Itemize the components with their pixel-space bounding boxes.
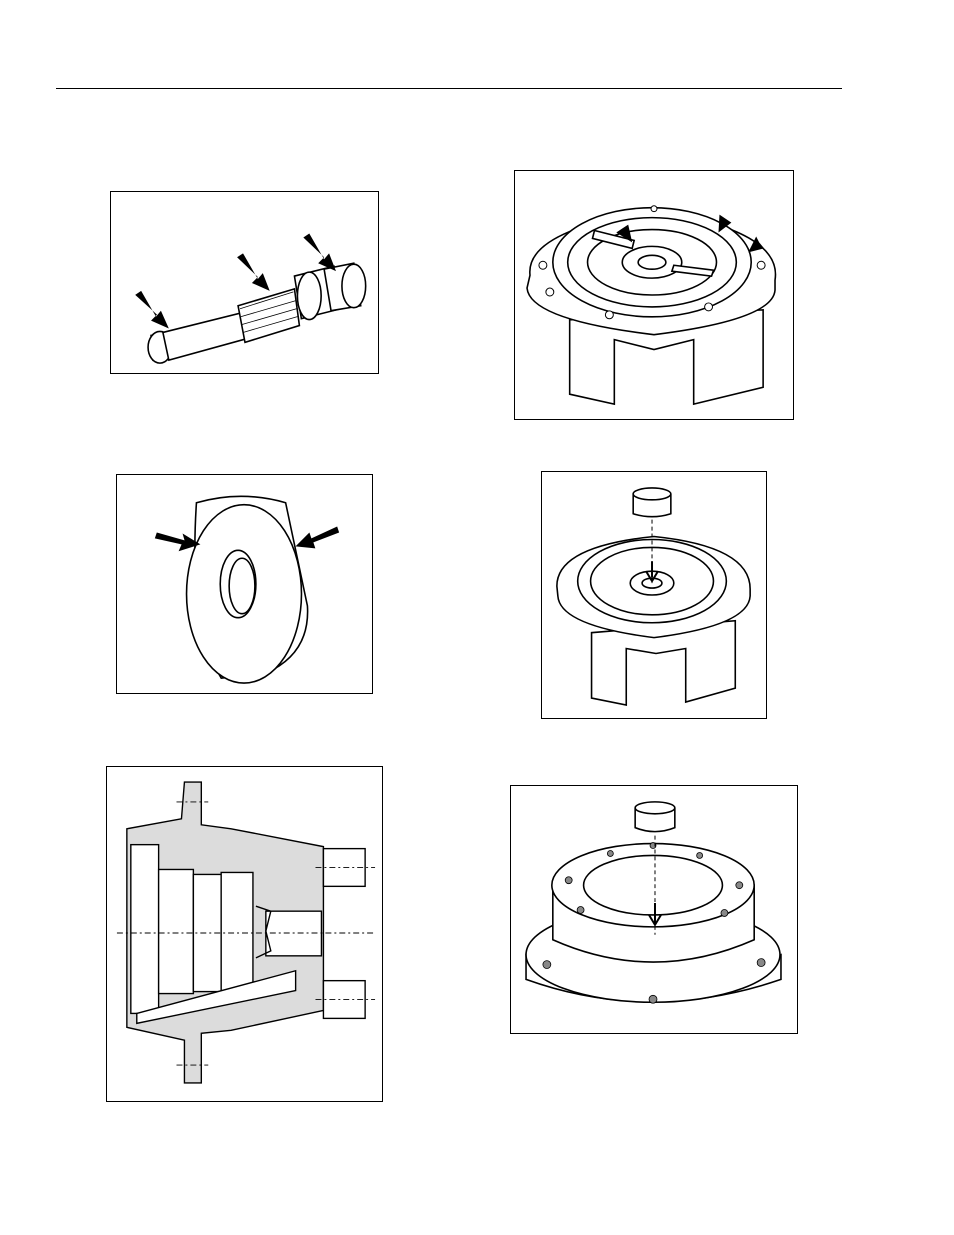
header-rule [56, 88, 842, 89]
figure-shaft [110, 191, 379, 374]
motor-cross-section-illustration [107, 767, 382, 1101]
figure-thrust-washer [116, 474, 373, 694]
figure-housing-bushing [541, 471, 767, 719]
figure-cross-section [106, 766, 383, 1102]
valve-housing-illustration [515, 171, 793, 419]
end-cover-bushing-install-illustration [511, 786, 797, 1033]
figure-housing-top [514, 170, 794, 420]
splined-shaft-illustration [111, 192, 378, 373]
housing-bushing-install-illustration [542, 472, 766, 718]
thrust-washer-illustration [117, 475, 372, 693]
figure-end-cover-bushing [510, 785, 798, 1034]
